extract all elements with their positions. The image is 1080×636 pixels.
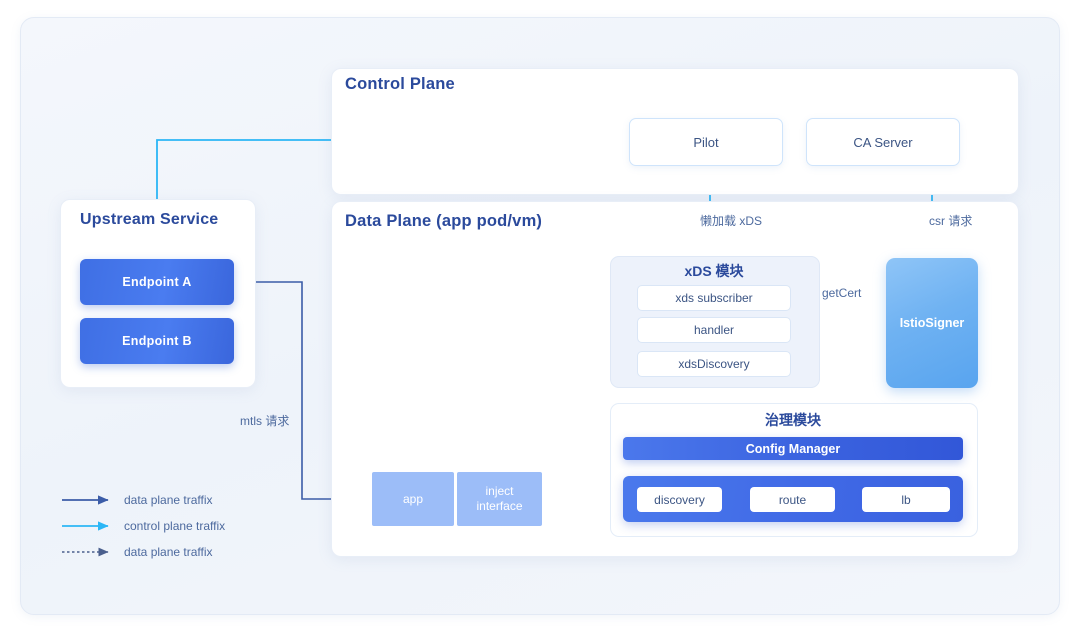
xds-handler-label: handler bbox=[693, 323, 735, 337]
endpoint-a-node[interactable]: Endpoint A bbox=[80, 259, 234, 305]
legend-item-control-plane: control plane traffix bbox=[62, 515, 302, 541]
istio-signer-label: IstioSigner bbox=[899, 316, 965, 330]
endpoint-b-node[interactable]: Endpoint B bbox=[80, 318, 234, 364]
legend: data plane traffix control plane traffix… bbox=[62, 489, 302, 567]
endpoint-a-label: Endpoint A bbox=[122, 275, 192, 289]
pipeline-item-route[interactable]: route bbox=[750, 487, 835, 512]
xds-subscriber-label: xds subscriber bbox=[675, 291, 753, 305]
node-ca-server[interactable]: CA Server bbox=[806, 118, 960, 166]
edge-label-csr-request: csr 请求 bbox=[929, 214, 973, 228]
inject-interface-label-line1: inject bbox=[485, 484, 514, 498]
pipeline-discovery-label: discovery bbox=[654, 492, 705, 507]
xds-subscriber-node[interactable]: xds subscriber bbox=[637, 285, 791, 311]
xds-handler-node[interactable]: handler bbox=[637, 317, 791, 343]
edge-label-lazy-xds: 懒加载 xDS bbox=[700, 214, 763, 228]
pipeline-lb-label: lb bbox=[901, 492, 911, 507]
inject-interface-label-line2: interface bbox=[476, 499, 523, 513]
endpoint-b-label: Endpoint B bbox=[122, 334, 192, 348]
legend-label-data-plane-solid: data plane traffix bbox=[124, 493, 213, 507]
config-manager-label: Config Manager bbox=[745, 441, 841, 456]
legend-item-data-plane-dotted: data plane traffix bbox=[62, 541, 302, 567]
xds-module-title: xDS 模块 bbox=[684, 263, 744, 279]
config-manager-bar[interactable]: Config Manager bbox=[623, 437, 963, 460]
legend-solid-cyan-arrow-icon bbox=[62, 521, 109, 531]
edge-label-get-cert: getCert bbox=[822, 286, 862, 300]
data-plane-title: Data Plane (app pod/vm) bbox=[345, 212, 543, 230]
xds-discovery-node[interactable]: xdsDiscovery bbox=[637, 351, 791, 377]
control-plane-title: Control Plane bbox=[345, 75, 455, 93]
legend-item-data-plane-solid: data plane traffix bbox=[62, 489, 302, 515]
governance-module-title: 治理模块 bbox=[765, 412, 821, 428]
legend-label-data-plane-dotted: data plane traffix bbox=[124, 545, 213, 559]
xds-discovery-label: xdsDiscovery bbox=[678, 357, 750, 371]
legend-label-control-plane: control plane traffix bbox=[124, 519, 226, 533]
node-pilot-label: Pilot bbox=[693, 134, 719, 150]
inject-interface-node[interactable]: inject interface bbox=[457, 472, 542, 526]
app-node[interactable]: app bbox=[372, 472, 454, 526]
pipeline-route-label: route bbox=[778, 492, 807, 507]
node-pilot[interactable]: Pilot bbox=[629, 118, 783, 166]
edge-label-mtls-request: mtls 请求 bbox=[240, 414, 290, 428]
inject-interface-label: inject interface bbox=[476, 484, 522, 514]
pipeline-item-discovery[interactable]: discovery bbox=[637, 487, 722, 512]
upstream-service-title: Upstream Service bbox=[80, 211, 219, 228]
pipeline-item-lb[interactable]: lb bbox=[862, 487, 950, 512]
legend-solid-navy-arrow-icon bbox=[62, 495, 109, 505]
legend-dotted-arrow-icon bbox=[62, 547, 109, 557]
app-label: app bbox=[402, 491, 424, 506]
node-ca-server-label: CA Server bbox=[853, 134, 913, 150]
istio-signer-node[interactable]: IstioSigner bbox=[886, 258, 978, 388]
